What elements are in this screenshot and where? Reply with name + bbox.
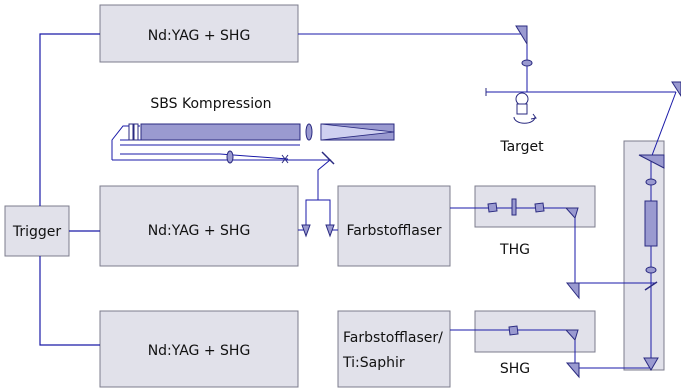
laser-box-middle — [99, 185, 299, 267]
sbs-cell — [120, 123, 395, 165]
dye-ti-label-line2: Ti:Saphir — [342, 355, 405, 371]
shg-crystal — [508, 325, 519, 336]
boxes — [4, 4, 665, 388]
sbs-label: SBS Kompression — [150, 96, 271, 112]
sbs-window-left — [128, 123, 134, 141]
thg-plate — [511, 198, 517, 216]
bench-lens-2 — [645, 266, 657, 274]
bench-lens-1 — [645, 178, 657, 186]
laser-top-label: Nd:YAG + SHG — [148, 28, 251, 44]
trigger-label: Trigger — [12, 224, 62, 240]
shg-label: SHG — [500, 361, 530, 377]
mirror-right-top — [671, 81, 681, 97]
laser-bottom-label: Nd:YAG + SHG — [148, 343, 251, 359]
mirror-middle-turn-1 — [301, 224, 311, 238]
target-label: Target — [499, 139, 544, 155]
bench-mirror-top — [638, 154, 665, 169]
thg-crystal-1 — [487, 202, 498, 213]
sbs-window-mid — [133, 123, 139, 141]
shg-fold-mirror — [565, 362, 580, 379]
optics — [301, 25, 681, 379]
lens-top-1 — [521, 59, 533, 67]
vertical-optics-bench — [623, 140, 665, 371]
sbs-tube — [140, 123, 301, 141]
dye-ti-box — [337, 310, 451, 388]
bench-cell — [644, 200, 658, 247]
target-holder — [515, 92, 529, 106]
bench-mirror-bottom — [643, 357, 659, 371]
dye-laser-label: Farbstofflaser — [346, 223, 441, 239]
target-stem — [516, 103, 528, 115]
labels: Nd:YAG + SHG Trigger Nd:YAG + SHG Farbst… — [12, 28, 544, 377]
target-rotation-icon — [513, 116, 536, 124]
laser-box-top — [99, 4, 299, 63]
target-assembly — [485, 88, 537, 124]
laser-middle-label: Nd:YAG + SHG — [148, 223, 251, 239]
trigger-box — [4, 205, 70, 257]
dye-ti-label-line1: Farbstofflaser/ — [343, 330, 443, 346]
trigger-wiring — [39, 33, 100, 346]
shg-prism — [564, 329, 579, 341]
mirror-top — [515, 25, 528, 46]
mirror-middle-turn-2 — [325, 224, 335, 238]
thg-label: THG — [499, 242, 530, 258]
dye-laser-box — [337, 185, 451, 267]
bench-splitter — [644, 281, 658, 291]
thg-crystal-2 — [534, 202, 545, 213]
thg-fold-mirror — [565, 282, 580, 300]
thg-prism — [564, 207, 579, 219]
laser-box-bottom — [99, 310, 299, 388]
